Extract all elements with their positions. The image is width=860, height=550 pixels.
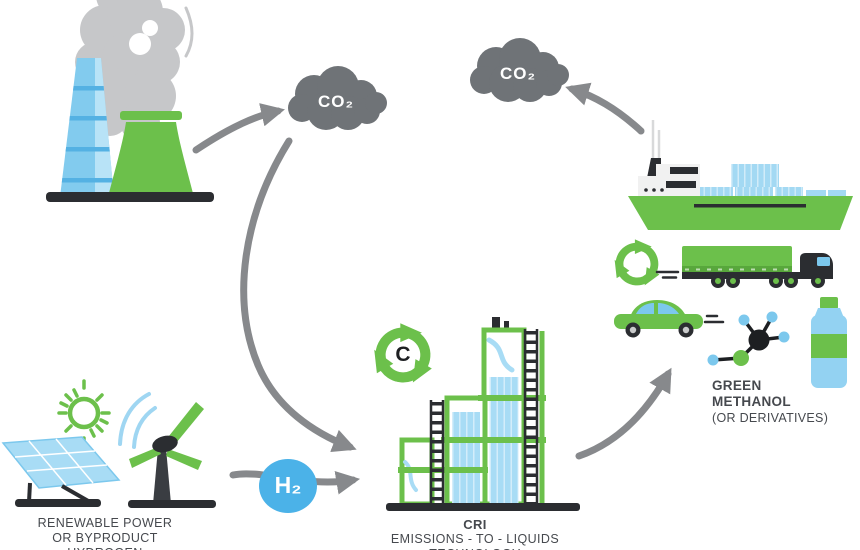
arrow-co2-to-cri (240, 137, 357, 453)
co2-label-right: CO₂ (499, 64, 537, 83)
arrow-factory-to-co2 (192, 103, 285, 154)
cri-line2: TECHNOLOGY (370, 547, 580, 550)
plant-ladders (429, 329, 539, 505)
wind-turbine-icon (128, 402, 216, 508)
arrow-cri-to-products (575, 367, 672, 460)
cri-plant-icon (386, 317, 580, 511)
methanol-molecule-icon (707, 311, 790, 366)
cri-title: CRI (463, 517, 487, 532)
green-methanol-line3: (OR DERIVATIVES) (712, 411, 829, 425)
co2-label-left: CO₂ (317, 92, 355, 111)
renewable-power-line3: HYDROGEN (5, 546, 205, 550)
arrow-ship-to-co2 (565, 82, 645, 135)
truck-wheels (711, 274, 825, 288)
truck-icon (655, 246, 833, 288)
renewable-power-line2: OR BYPRODUCT (52, 531, 158, 545)
factory-icon (46, 58, 214, 202)
green-methanol-line1: GREEN (712, 378, 762, 393)
cri-label: CRI EMISSIONS - TO - LIQUIDS TECHNOLOGY (370, 517, 580, 550)
cooling-tower (108, 111, 194, 197)
wind-arcs-icon (118, 392, 157, 449)
h2-bubble (259, 459, 317, 513)
green-methanol-line2: METHANOL (712, 394, 791, 409)
plant-base (386, 503, 580, 511)
renewable-power-label: RENEWABLE POWER OR BYPRODUCT HYDROGEN (5, 516, 205, 550)
green-methanol-label: GREEN METHANOL (OR DERIVATIVES) (712, 378, 860, 426)
renewable-power-line1: RENEWABLE POWER (37, 516, 173, 530)
h2-label: H₂ (274, 472, 302, 498)
sun-icon (57, 379, 111, 447)
solar-panel-icon (1, 436, 121, 507)
carbon-label: C (395, 343, 411, 366)
cri-line1: EMISSIONS - TO - LIQUIDS (390, 532, 560, 546)
ship-hull (628, 196, 853, 230)
recycle-icon (608, 239, 667, 291)
bottle-icon (811, 297, 847, 388)
factory-base (46, 192, 214, 202)
car-icon (614, 300, 725, 338)
ship-icon (628, 120, 853, 230)
